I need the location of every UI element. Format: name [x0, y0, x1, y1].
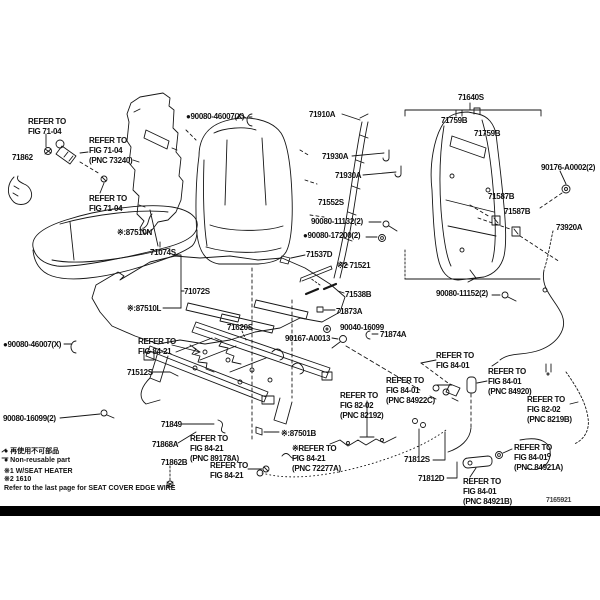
- bottom-black-bar: [0, 506, 600, 516]
- part-label-71930A-a: 71930A: [322, 152, 349, 161]
- harness-wires: [256, 363, 589, 478]
- legend-seat-cover-edge-wire-note: Refer to the last page for SEAT COVER ED…: [4, 485, 176, 492]
- part-label-71587B-b: 71587B: [504, 207, 531, 216]
- part-label-71868A: 71868A: [152, 440, 179, 449]
- cushion-pad-plate: [91, 255, 346, 375]
- part-label-90080-17200: ●90080-17200(2): [303, 231, 361, 240]
- part-label-87510L: ※:87510L: [127, 304, 162, 313]
- left-leaders: [59, 330, 247, 419]
- part-label-71640S: 71640S: [458, 93, 484, 102]
- part-label-71074S: 71074S: [150, 248, 176, 257]
- part-label-71587B-a: 71587B: [488, 192, 515, 201]
- refer-fig84-01-84920: REFER TO FIG 84-01 (PNC 84920): [488, 367, 532, 396]
- back-border-wire-strip: [333, 113, 369, 279]
- part-label-71620S: 71620S: [227, 323, 253, 332]
- seat-back-frame-outline: [430, 107, 507, 283]
- part-label-90080-46007-left: ●90080-46007(X): [3, 340, 62, 349]
- part-label-73920A: 73920A: [556, 223, 583, 232]
- part-label-87501B: ※:87501B: [281, 429, 316, 438]
- part-label-71812S: 71812S: [404, 455, 430, 464]
- part-label-71873A: 71873A: [336, 307, 363, 316]
- part-label-90176-A0002: 90176-A0002(2): [541, 163, 596, 172]
- refer-fig82-02-82192: REFER TO FIG 82-02 (PNC 82192): [340, 391, 384, 420]
- refer-fig84-21-89178A: REFER TO FIG 84-21 (PNC 89178A): [190, 434, 239, 463]
- track-cover-parts: [1, 419, 299, 488]
- seat-back-cover-outline: [195, 113, 293, 265]
- screw-and-bolt-hardware: [7, 133, 108, 205]
- seat-cushion-outline: [32, 205, 198, 280]
- part-label-90080-11132: 90080-11132(2): [311, 217, 363, 226]
- legend-non-reusable-en: ● Non-reusable part: [4, 457, 71, 464]
- connector-dashes: [185, 129, 325, 218]
- legend-non-reusable-jp: ● 再使用不可部品: [4, 448, 60, 455]
- part-label-71849: 71849: [161, 420, 182, 429]
- slide-motor-cluster: [420, 359, 488, 453]
- refer-fig82-02-8219B: REFER TO FIG 82-02 (PNC 8219B): [527, 395, 572, 424]
- part-label-90080-11152: 90080-11152(2): [436, 289, 488, 298]
- part-label-71930A-b: 71930A: [335, 171, 362, 180]
- part-label-71862B: 71862B: [161, 458, 188, 467]
- hook-fasteners: [382, 149, 402, 178]
- part-label-90080-16099: 90080-16099(2): [3, 414, 56, 423]
- group-bracket-lines: [142, 102, 542, 309]
- refer-fig71-04-a: REFER TO FIG 71-04: [28, 117, 66, 136]
- refer-fig84-21-b: REFER TO FIG 84-21: [210, 461, 248, 480]
- refer-fig71-04-c: REFER TO FIG 71-04: [89, 194, 127, 213]
- recliner-small-parts: [251, 254, 421, 443]
- part-label-71512S: 71512S: [127, 368, 153, 377]
- legend-note2: ※2 1610: [4, 476, 32, 483]
- mid-fasteners-and-leaders: [246, 113, 571, 302]
- refer-fig84-01-84922C: REFER TO FIG 84-01 (PNC 84922C): [386, 376, 435, 405]
- refer-fig84-01-84921B: REFER TO FIG 84-01 (PNC 84921B): [463, 477, 512, 506]
- part-label-71521: ※2 71521: [337, 261, 371, 270]
- part-label-87510N: ※:87510N: [117, 228, 152, 237]
- seat-back-pad-outline: [126, 92, 184, 235]
- shield-brackets-71812: [412, 418, 513, 479]
- part-label-71874A: 71874A: [380, 330, 407, 339]
- part-label-71862: 71862: [12, 153, 33, 162]
- refer-fig84-01-top: REFER TO FIG 84-01: [436, 351, 474, 370]
- part-label-71759B-a: 71759B: [441, 116, 468, 125]
- part-label-71759B-b: 71759B: [474, 129, 501, 138]
- part-label-71538B: 71538B: [345, 290, 372, 299]
- refer-fig71-04-b: REFER TO FIG 71-04 (PNC 73240): [89, 136, 133, 165]
- refer-fig84-21-arrow: REFER TO FIG 84-21: [138, 337, 176, 356]
- refer-fig84-01-84921A: REFER TO FIG 84-01 (PNC 84921A): [514, 443, 563, 472]
- refer-fig84-21-72277A: ※REFER TO FIG 84-21 (PNC 72277A): [292, 444, 341, 473]
- part-label-71812D: 71812D: [418, 474, 445, 483]
- legend-note1-seat-heater: ※1 W/SEAT HEATER: [4, 468, 73, 475]
- part-label-71910A: 71910A: [309, 110, 336, 119]
- seat-rail-assembly: [140, 321, 333, 425]
- figure-corner-code: 7165921: [546, 497, 572, 504]
- part-label-90080-46007-top: ●90080-46007(X): [186, 112, 245, 121]
- part-label-71072S: 71072S: [184, 287, 210, 296]
- part-label-71552S: 71552S: [318, 198, 344, 207]
- part-label-90167-A0013: 90167-A0013: [285, 334, 331, 343]
- part-label-71537D: 71537D: [306, 250, 333, 259]
- part-label-90040-16099: 90040-16099: [340, 323, 384, 332]
- recliner-cable: [491, 230, 564, 367]
